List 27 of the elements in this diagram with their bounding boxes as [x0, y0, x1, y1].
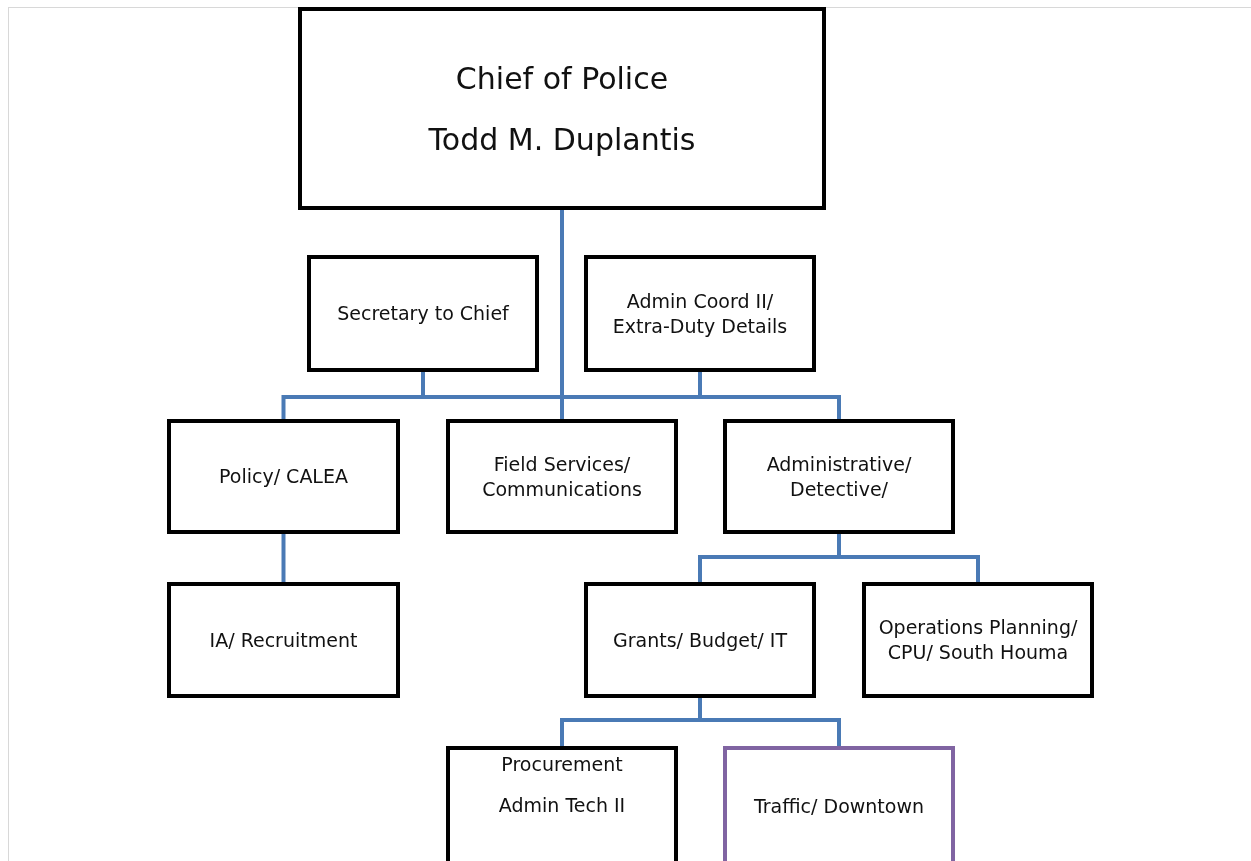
connector-line: [281, 534, 286, 582]
org-box: [446, 746, 678, 861]
box-label: Operations Planning/ CPU/ South Houma: [877, 615, 1079, 665]
org-box: [167, 419, 400, 534]
box-label: Chief of Police: [455, 59, 669, 98]
box-label: Grants/ Budget/ IT: [613, 627, 787, 653]
org-box: [307, 255, 539, 372]
org-box: [723, 419, 955, 534]
box-label: Field Services/ Communications: [481, 451, 643, 502]
org-box: [584, 255, 816, 372]
box-label: Administrative/ Detective/: [765, 451, 913, 502]
org-box: [862, 582, 1094, 698]
connector-line: [560, 210, 841, 419]
box-label: Admin Tech II: [498, 792, 626, 818]
org-box: [167, 582, 400, 698]
org-box: [723, 746, 955, 861]
box-label: IA/ Recruitment: [209, 627, 358, 653]
box-label: Todd M. Duplantis: [428, 120, 696, 159]
box-label: Policy/ CALEA: [219, 464, 348, 489]
connector-line: [698, 698, 841, 746]
box-label: Procurement: [501, 752, 623, 777]
box-label: Secretary to Chief: [337, 301, 509, 326]
box-label: Admin Coord II/ Extra-Duty Details: [611, 288, 789, 339]
org-box: [298, 7, 826, 210]
box-label: Traffic/ Downtown: [754, 793, 924, 819]
org-box: [584, 582, 816, 698]
org-box: [446, 419, 678, 534]
